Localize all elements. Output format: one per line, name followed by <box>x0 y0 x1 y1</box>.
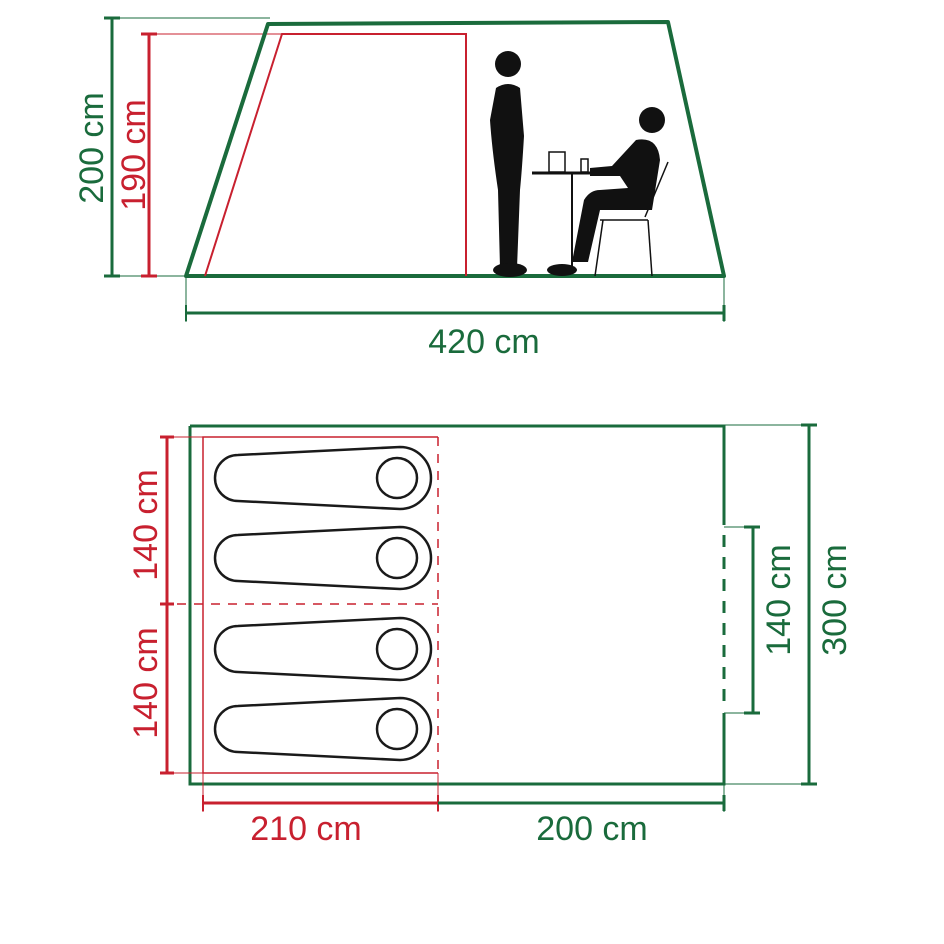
sleeping-bag-icon <box>213 616 433 682</box>
sleeping-bag-icon <box>213 525 433 591</box>
length-label: 420 cm <box>428 323 540 361</box>
door-width-label: 140 cm <box>760 544 798 656</box>
height-inner-label: 190 cm <box>115 99 153 211</box>
bedroom-inner-profile <box>204 33 467 277</box>
glass-icon <box>580 158 589 173</box>
living-length-label: 200 cm <box>536 810 648 848</box>
height-outer-label: 200 cm <box>73 92 111 204</box>
sleeping-bags <box>213 445 433 762</box>
seated-person-icon <box>547 107 665 276</box>
bedroom-outline <box>202 436 438 774</box>
floor-outer-bottom <box>188 426 726 786</box>
bedroom-bottom-width-label: 140 cm <box>127 627 165 739</box>
tent-outer-profile <box>184 20 726 278</box>
bedroom-top-width-label: 140 cm <box>127 469 165 581</box>
sleeping-bag-icon <box>213 696 433 762</box>
bedroom-length-label: 210 cm <box>250 810 362 848</box>
floor-plan: 140 cm 140 cm 140 cm 300 cm 210 cm 200 c… <box>127 423 854 848</box>
sleeping-bag-icon <box>213 445 433 511</box>
side-view: 200 cm 190 cm 420 cm <box>73 16 726 361</box>
total-width-label: 300 cm <box>816 544 854 656</box>
floor-outer-top <box>190 424 726 525</box>
standing-person-icon <box>490 51 527 277</box>
cup-icon <box>548 151 566 173</box>
